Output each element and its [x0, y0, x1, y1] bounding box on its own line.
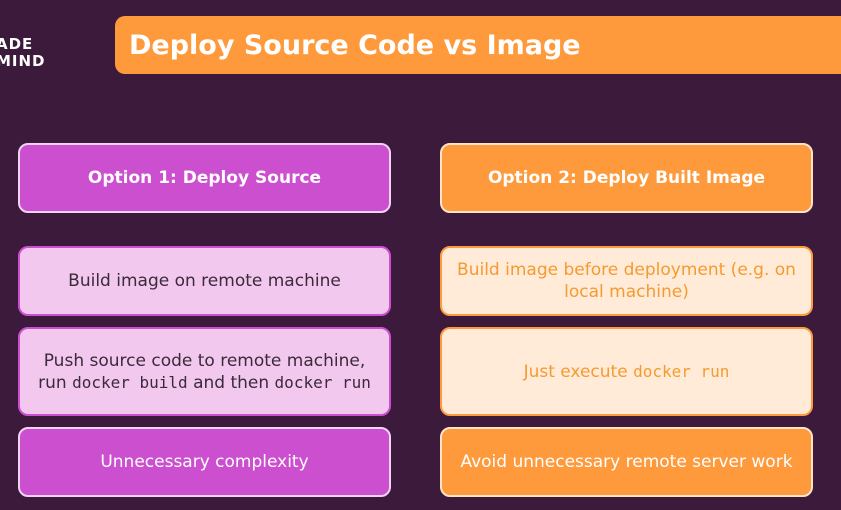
option2-row1: Build image before deployment (e.g. on l…	[440, 246, 813, 316]
option1-row2-text: Push source code to remote machine, run …	[34, 350, 375, 394]
option1-row2-part2: and then	[187, 372, 275, 393]
option2-row1-text: Build image before deployment (e.g. on l…	[457, 260, 796, 302]
option1-row3-text: Unnecessary complexity	[100, 452, 309, 472]
option1-row1: Build image on remote machine	[18, 246, 391, 316]
logo-line-2: MIND	[0, 52, 46, 70]
option2-row2-text: Just execute docker run	[524, 361, 730, 383]
option1-row2-code1: docker build	[72, 372, 188, 392]
option2-header-label: Option 2: Deploy Built Image	[487, 168, 766, 188]
option1-row1-text: Build image on remote machine	[68, 271, 341, 291]
option1-header: Option 1: Deploy Source	[18, 143, 391, 213]
slide-title: Deploy Source Code vs Image	[129, 29, 581, 61]
option2-header: Option 2: Deploy Built Image	[440, 143, 813, 213]
option2-row2-part1: Just execute	[523, 361, 634, 382]
option1-row2: Push source code to remote machine, run …	[18, 327, 391, 416]
option1-row3: Unnecessary complexity	[18, 427, 391, 497]
option1-row2-part1: Push source code to remote machine, run	[38, 350, 366, 393]
brand-logo: ADE MIND	[0, 36, 46, 70]
option2-row2: Just execute docker run	[440, 327, 813, 416]
option2-row3: Avoid unnecessary remote server work	[440, 427, 813, 497]
option1-header-label: Option 1: Deploy Source	[87, 168, 322, 188]
option2-row2-code1: docker run	[633, 361, 730, 381]
option2-row3-text: Avoid unnecessary remote server work	[460, 452, 793, 472]
title-banner: Deploy Source Code vs Image	[115, 16, 841, 74]
logo-line-1: ADE	[0, 35, 34, 53]
option1-row2-code2: docker run	[274, 372, 371, 392]
